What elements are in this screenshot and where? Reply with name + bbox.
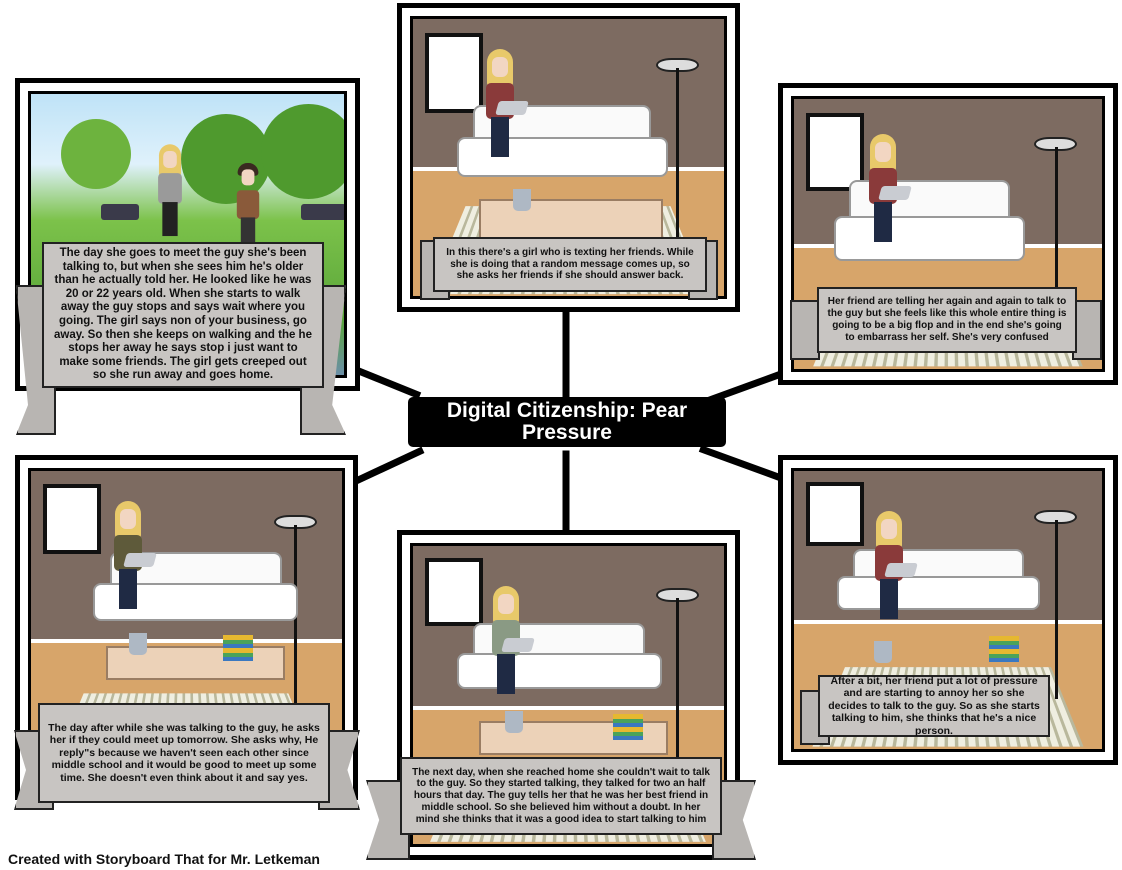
pencil-cup-icon [874,641,892,663]
connector-line [699,445,786,482]
tree [61,119,131,189]
picture-frame [806,113,863,191]
pencil-cup-icon [505,711,523,733]
books-stack-icon [989,636,1019,662]
picture-frame [425,33,483,113]
bench [101,204,139,220]
panel-5-caption: The next day, when she reached home she … [400,757,722,835]
panel-1-caption: The day she goes to meet the guy she's b… [42,242,324,388]
floor-lamp-icon [1034,510,1077,699]
picture-frame [425,558,483,626]
picture-frame [43,484,101,555]
girl-character [111,501,145,611]
books-stack-icon [613,714,643,740]
sofa [837,549,1040,610]
connector-line [354,447,425,485]
panel-3-caption: Her friend are telling her again and aga… [817,287,1077,353]
connector-line [354,366,422,399]
bench [301,204,346,220]
picture-frame [806,482,863,546]
girl-character [483,49,517,159]
tree [261,104,347,199]
sofa [834,180,1025,261]
girl-character [489,586,523,696]
pencil-cup-icon [129,633,147,655]
connector-line [563,451,570,541]
credit-footer: Created with Storyboard That for Mr. Let… [8,851,320,867]
connector-line [563,304,570,404]
panel-4-caption: The day after while she was talking to t… [38,703,330,803]
pencil-cup-icon [513,189,531,211]
panel-2-caption: In this there's a girl who is texting he… [433,237,707,292]
panel-6-caption: After a bit, her friend put a lot of pre… [818,675,1050,737]
sofa [457,623,662,689]
girl-character [872,511,906,621]
guy-character [234,163,261,251]
caption-ribbon-tail [790,300,820,360]
books-stack-icon [223,635,253,661]
central-topic-title: Digital Citizenship: Pear Pressure [408,397,726,447]
girl-character [866,134,900,244]
coffee-table [479,199,663,239]
girl-character [156,144,185,238]
